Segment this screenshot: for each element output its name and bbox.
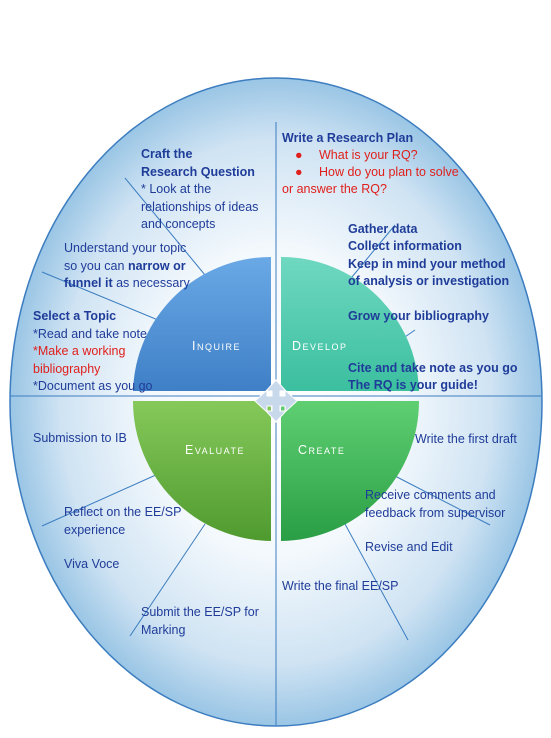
craft-line3: * Look at the [141,182,212,196]
quadrant-label-evaluate: Evaluate [185,443,246,457]
select-line4: bibliography [33,362,101,376]
quadrant-label-create: Create [298,443,346,457]
understand-line3-bold: funnel it [64,276,113,290]
understand-line2-bold: narrow or [127,259,186,273]
gather-line3: Keep in mind your method [348,257,506,271]
reflect-line2: experience [64,523,126,537]
understand-line3: funnel it as necessary [64,275,190,293]
gather-line2: Collect information [348,239,462,253]
craft-line1: Craft the [141,147,193,161]
reflect-line1: Reflect on the EE/SP [64,505,182,519]
cite-line2: The RQ is your guide! [348,378,478,392]
craft-line4: relationships of ideas [141,200,259,214]
craft-line5: and concepts [141,217,216,231]
four-way-arrow-icon [254,379,298,423]
select-line3: *Make a working [33,344,126,358]
understand-line2: so you can narrow or [64,258,186,276]
submit-line2: Marking [141,623,186,637]
select-line2: *Read and take note [33,327,147,341]
bullet-dot-icon: ● [295,165,303,179]
plan-bullet2: ● How do you plan to solve [295,164,459,182]
bullet-dot-icon: ● [295,148,303,162]
select-line5: *Document as you go [33,379,153,393]
quadrant-evaluate [133,401,271,541]
plan-bullet2-text: How do you plan to solve [319,165,459,179]
plan-bullet2-cont: or answer the RQ? [282,182,387,196]
understand-line1: Understand your topic [64,241,187,255]
comments-line1: Receive comments and [365,488,496,502]
comments-line2: feedback from supervisor [365,506,506,520]
understand-line2-pre: so you can [64,259,128,273]
plan-bullet1-text: What is your RQ? [319,148,418,162]
quadrant-label-develop: Develop [292,339,348,353]
step-first-draft: Write the first draft [415,432,517,446]
select-line1: Select a Topic [33,309,117,323]
gather-line4: of analysis or investigation [348,274,510,288]
submit-line1: Submit the EE/SP for [141,605,259,619]
step-bibliography: Grow your bibliography [348,309,489,323]
step-final: Write the final EE/SP [282,579,399,593]
quadrant-develop [281,256,419,391]
step-revise: Revise and Edit [365,540,453,554]
plan-title: Write a Research Plan [282,131,414,145]
gather-line1: Gather data [348,222,418,236]
plan-bullet1: ● What is your RQ? [295,147,418,165]
cite-line1: Cite and take note as you go [348,361,518,375]
understand-line3-post: as necessary [112,276,190,290]
quadrant-inquire [133,257,271,391]
quadrant-label-inquire: Inquire [192,339,241,353]
step-viva: Viva Voce [64,557,120,571]
step-submission-ib: Submission to IB [33,431,127,445]
quadrant-create [281,401,419,541]
craft-line2: Research Question [141,165,255,179]
